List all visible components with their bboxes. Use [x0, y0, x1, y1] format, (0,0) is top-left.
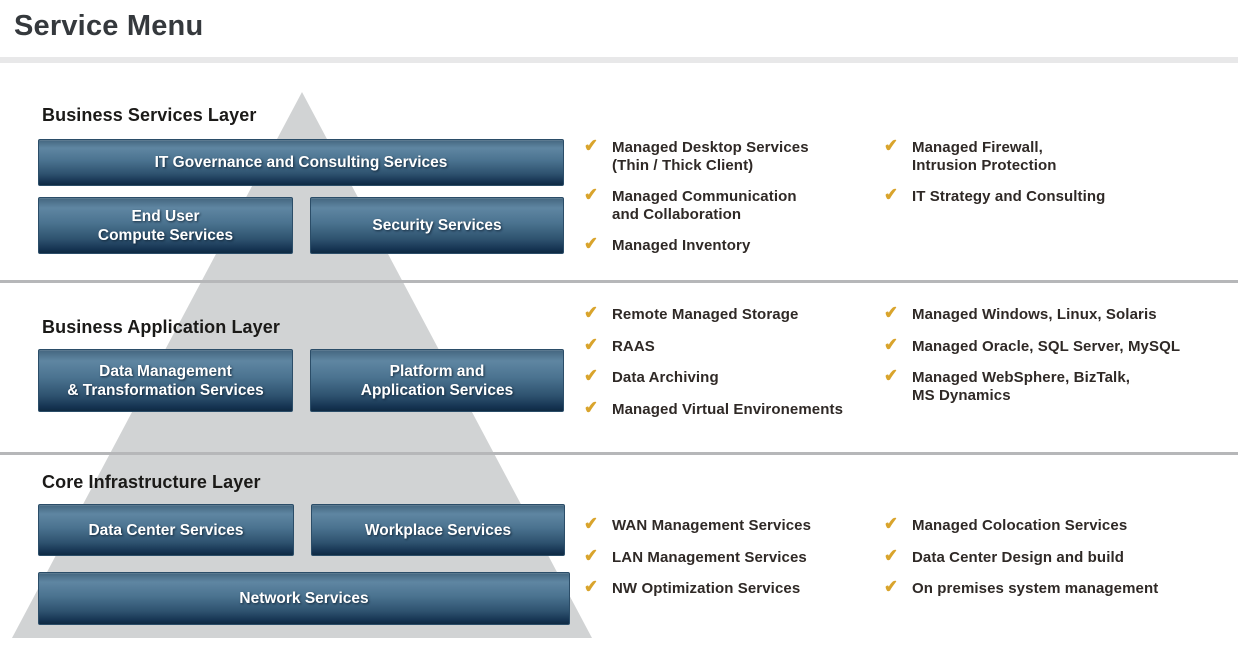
check-icon: ✔ — [883, 576, 899, 597]
check-icon: ✔ — [583, 397, 599, 418]
checklist-item-label: Data Archiving — [612, 369, 719, 386]
checklist-item-label: Managed Desktop Services (Thin / Thick C… — [612, 139, 809, 174]
checklist-item: ✔ Managed Windows, Linux, Solaris — [883, 302, 1238, 324]
check-icon: ✔ — [583, 233, 599, 254]
checklist-business-services-col2: ✔Managed Firewall, Intrusion Protection✔… — [883, 135, 1238, 220]
check-icon: ✔ — [583, 334, 599, 355]
box-network-services: Network Services — [38, 572, 570, 625]
check-icon: ✔ — [883, 135, 899, 156]
box-security-services: Security Services — [310, 197, 564, 254]
check-icon: ✔ — [883, 334, 899, 355]
check-icon: ✔ — [583, 184, 599, 205]
checklist-item-label: Managed Firewall, Intrusion Protection — [912, 139, 1057, 174]
checklist-item: ✔ Managed Oracle, SQL Server, MySQL — [883, 334, 1238, 356]
checklist-item-label: On premises system management — [912, 580, 1159, 597]
check-icon: ✔ — [583, 576, 599, 597]
checklist-core-infrastructure-col2: ✔ Managed Colocation Services ✔ Data Center… — [883, 513, 1238, 612]
checklist-item-label: Managed Windows, Linux, Solaris — [912, 306, 1157, 323]
layer-heading-business-services: Business Services Layer — [42, 105, 257, 125]
checklist-item-label: Managed Communication and Collaboration — [612, 188, 797, 223]
check-icon: ✔ — [883, 365, 899, 386]
checklist-item: ✔ LAN Management Services — [583, 545, 876, 567]
box-label: Security Services — [372, 217, 502, 234]
layer-heading-core-infrastructure: Core Infrastructure Layer — [42, 472, 261, 492]
checklist-item-label: Managed Colocation Services — [912, 517, 1128, 534]
checklist-item-label: RAAS — [612, 337, 655, 355]
check-icon: ✔ — [883, 545, 899, 566]
checklist-item: ✔ Remote Managed Storage — [583, 302, 876, 324]
checklist-item: ✔ Managed Virtual Environements — [583, 397, 876, 419]
box-label: IT Governance and Consulting Services — [154, 154, 448, 171]
box-label: End User Compute Services — [97, 207, 234, 244]
pyramid-triangle — [12, 92, 592, 638]
checklist-item-label: Managed Oracle, SQL Server, MySQL — [912, 337, 1181, 355]
checklist-item: ✔ Managed Inventory — [583, 233, 876, 255]
checklist-item: ✔ Data Archiving — [583, 365, 876, 387]
box-it-governance-consulting: IT Governance and Consulting Services — [38, 139, 564, 186]
box-label: Data Management & Transformation Service… — [67, 362, 264, 399]
checklist-item: ✔ On premises system management — [883, 576, 1238, 598]
checklist-item-label: Managed Inventory — [612, 237, 751, 254]
checklist-item-label: Data Center Design and build — [912, 548, 1124, 566]
checklist-core-infrastructure-col1: ✔ WAN Management Services ✔ LAN Management … — [583, 513, 876, 612]
checklist-item: ✔ Managed Desktop Services (Thin / Thick … — [583, 135, 876, 174]
box-label: Platform and Application Services — [360, 362, 514, 399]
checklist-item-label: WAN Management Services — [612, 517, 812, 534]
box-platform-application: Platform and Application Services — [310, 349, 564, 412]
box-label: Network Services — [239, 590, 369, 607]
box-end-user-compute: End User Compute Services — [38, 197, 293, 254]
box-label: Data Center Services — [88, 521, 244, 539]
checklist-business-application-col2: ✔ Managed Windows, Linux, Solaris ✔ Managed… — [883, 302, 1238, 418]
checklist-item-label: Managed WebSphere, BizTalk, MS Dynamics — [912, 369, 1131, 404]
checklist-item: ✔ NW Optimization Services — [583, 576, 876, 598]
checklist-item: ✔ Managed Colocation Services — [883, 513, 1238, 535]
checklist-item: ✔ RAAS — [583, 334, 876, 356]
check-icon: ✔ — [583, 302, 599, 323]
checklist-item: ✔ Managed Firewall, Intrusion Protection — [883, 135, 1238, 174]
check-icon: ✔ — [583, 513, 599, 534]
layer-heading-business-application: Business Application Layer — [42, 317, 280, 337]
layer-divider — [0, 452, 1238, 455]
checklist-item-label: IT Strategy and Consulting — [912, 188, 1106, 205]
page-title: Service Menu — [14, 10, 204, 42]
checklist-item: ✔ Managed Communication and Collaboration — [583, 184, 876, 223]
box-workplace-services: Workplace Services — [311, 504, 565, 556]
pyramid-graphic — [12, 92, 592, 638]
checklist-item: ✔ IT Strategy and Consulting — [883, 184, 1238, 206]
checklist-item-label: Managed Virtual Environements — [612, 400, 844, 418]
checklist-item-label: Remote Managed Storage — [612, 306, 799, 323]
check-icon: ✔ — [583, 545, 599, 566]
checklist-item-label: LAN Management Services — [612, 548, 807, 566]
checklist-item: ✔ Data Center Design and build — [883, 545, 1238, 567]
layer-divider — [0, 280, 1238, 283]
check-icon: ✔ — [583, 365, 599, 386]
check-icon: ✔ — [883, 513, 899, 534]
checklist-business-application-col1: ✔ Remote Managed Storage ✔ RAAS ✔ Data Archiv… — [583, 302, 876, 432]
checklist-item-label: NW Optimization Services — [612, 580, 801, 597]
checklist-item: ✔ Managed WebSphere, BizTalk, MS Dynamics — [883, 365, 1238, 404]
check-icon: ✔ — [583, 135, 599, 156]
box-label: Workplace Services — [364, 521, 512, 539]
checklist-item: ✔ WAN Management Services — [583, 513, 876, 535]
title-divider — [0, 57, 1238, 63]
checklist-business-services-col1: ✔ Managed Desktop Services (Thin / Thick … — [583, 135, 876, 269]
check-icon: ✔ — [883, 302, 899, 323]
box-data-management-transformation: Data Management & Transformation Service… — [38, 349, 293, 412]
box-data-center-services: Data Center Services — [38, 504, 294, 556]
check-icon: ✔ — [883, 184, 899, 205]
